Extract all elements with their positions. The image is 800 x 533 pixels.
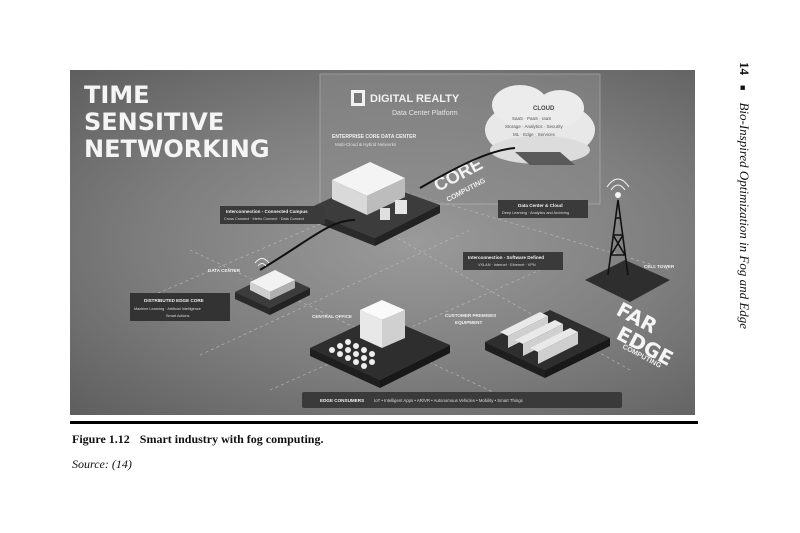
premises-racks xyxy=(500,312,578,364)
cloud-line-1: SaaS · PaaS · IaaS xyxy=(512,116,551,121)
figure-source: Source: (14) xyxy=(72,457,132,471)
headline-line-1: TIME xyxy=(84,81,150,109)
enterprise-title: ENTERPRISE CORE DATA CENTER xyxy=(332,134,416,140)
central-office-label: CENTRAL OFFICE xyxy=(312,314,352,319)
cell-tower-platform xyxy=(585,260,670,302)
figure-image: DIGITAL REALTY Data Center Platform CLOU… xyxy=(70,70,695,415)
edge-consumers-bar xyxy=(302,392,622,408)
digital-realty-logo xyxy=(351,90,365,106)
edge-consumers-label: EDGE CONSUMERS xyxy=(320,398,364,403)
edge-consumers-items: IoT • Intelligent Apps • AR/VR • Autonom… xyxy=(374,398,523,403)
floor-grid xyxy=(129,189,671,401)
cloud-line-2: Storage · Analytics · Security xyxy=(505,124,564,129)
wifi-icon xyxy=(254,258,270,267)
figure-illustration: DIGITAL REALTY Data Center Platform CLOU… xyxy=(84,73,677,408)
link-edge-to-core xyxy=(259,219,356,271)
customer-premises-label-1: CUSTOMER PREMISES xyxy=(445,313,496,318)
interconnect-sw-sub: VXLAN · Internet · Ethernet · VPN xyxy=(478,263,536,267)
cloud-base xyxy=(515,152,575,165)
central-office-platform xyxy=(310,315,450,380)
cell-tower-label: CELL TOWER xyxy=(644,264,675,269)
dc-cloud-box xyxy=(498,200,588,218)
dist-edge-sub-1: Machine Learning · Artificial Intelligen… xyxy=(134,307,201,311)
cloud-shape xyxy=(485,85,595,164)
server-racks xyxy=(332,162,407,220)
cloud-title: CLOUD xyxy=(533,106,555,112)
interconnect-sw-box xyxy=(463,252,563,270)
enterprise-sub: Multi-Cloud & Hybrid Networks xyxy=(335,142,397,147)
central-office-nodes xyxy=(329,339,375,369)
dc-cloud-title: Data Center & Cloud xyxy=(518,203,563,208)
separator-square: ■ xyxy=(738,85,748,91)
interconnect-sw-title: Interconnection - Software Defined xyxy=(468,255,544,260)
figure-caption: Figure 1.12 Smart industry with fog compu… xyxy=(72,432,323,447)
central-office-building xyxy=(360,300,405,348)
interconnect-campus-title: Interconnection - Connected Campus xyxy=(226,209,308,214)
caption-rule xyxy=(70,421,698,424)
figure-caption-text: Smart industry with fog computing. xyxy=(139,432,324,446)
edge-servers xyxy=(250,270,295,292)
dc-cloud-sub: Deep Learning · Analytics and Archiving xyxy=(502,211,569,215)
data-center-label: DATA CENTER xyxy=(208,268,241,273)
book-title: Bio-Inspired Optimization in Fog and Edg… xyxy=(737,102,752,330)
headline-line-3: NETWORKING xyxy=(84,135,270,163)
brand-label: DIGITAL REALTY xyxy=(370,93,460,105)
figure-label: Figure 1.12 xyxy=(72,432,130,446)
headline-line-2: SENSITIVE xyxy=(84,108,224,136)
running-head: 14 ■ Bio-Inspired Optimization in Fog and … xyxy=(736,62,752,329)
interconnect-campus-box xyxy=(220,206,325,224)
brand-sub: Data Center Platform xyxy=(392,110,458,117)
page-number: 14 xyxy=(737,62,752,75)
tower-beacon xyxy=(615,192,621,198)
cloud-line-3: ML · Edge · Services xyxy=(513,132,556,137)
dist-edge-sub-2: Smart Actions xyxy=(166,314,190,318)
link-core-to-cloud xyxy=(419,147,516,189)
dist-edge-title: DISTRIBUTED EDGE CORE xyxy=(144,298,204,303)
interconnect-campus-sub: Cross Connect · Metro Connect · Data Con… xyxy=(224,217,305,221)
cell-tower xyxy=(607,199,629,276)
dist-edge-box xyxy=(130,293,230,321)
customer-premises-label-2: EQUIPMENT xyxy=(455,320,483,325)
signal-icon xyxy=(606,178,630,191)
